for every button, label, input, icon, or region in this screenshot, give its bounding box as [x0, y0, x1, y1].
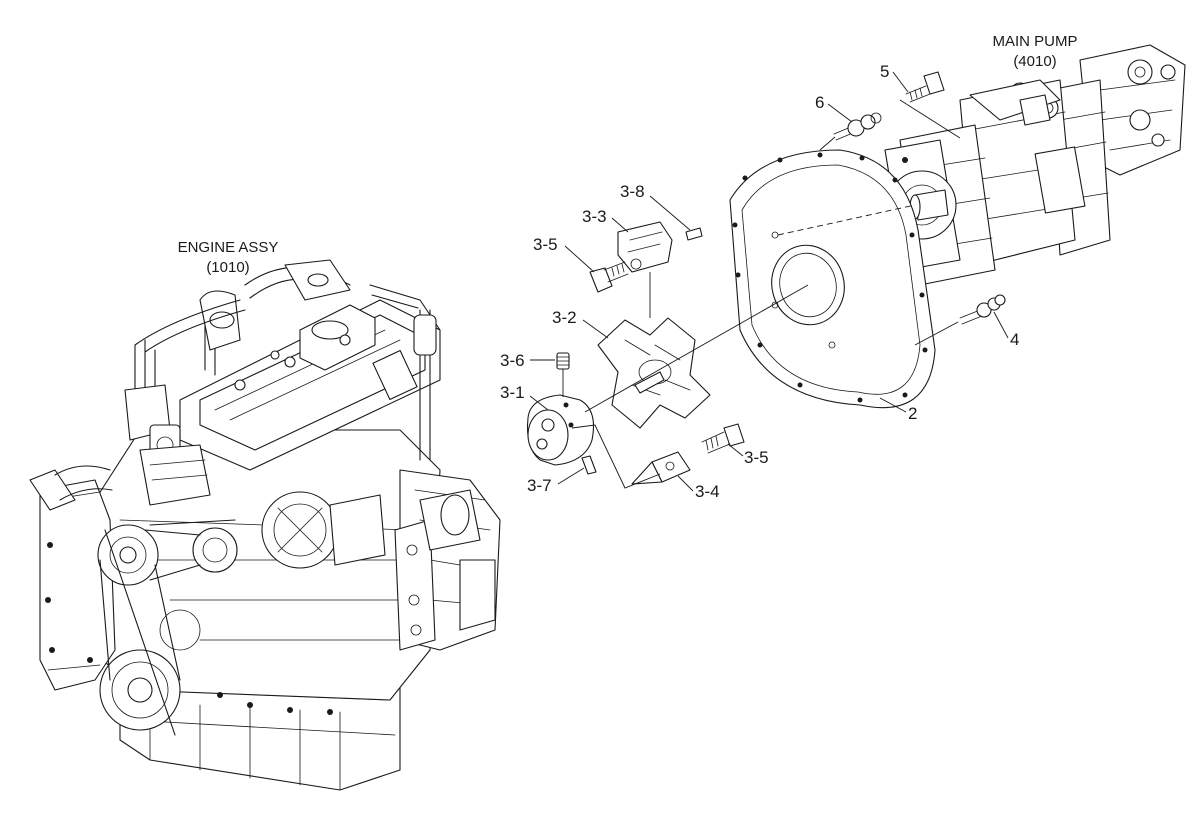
- part-3-3-bracket: [617, 221, 673, 273]
- callout-3-7: 3-7: [527, 467, 585, 495]
- callout-3-2-label: 3-2: [552, 308, 577, 327]
- engine-assembly: [29, 259, 501, 791]
- callout-3-5-upper-label: 3-5: [533, 235, 558, 254]
- callout-3-5-lower: 3-5: [727, 443, 769, 467]
- callout-6-label: 6: [815, 93, 824, 112]
- part-3-7-pin: [581, 455, 597, 475]
- part-4-bolt: [959, 294, 1006, 325]
- callout-3-5-upper: 3-5: [533, 235, 595, 273]
- callout-3-6-label: 3-6: [500, 351, 525, 370]
- part-3-5-screw-upper: [589, 261, 629, 293]
- main-pump: [884, 44, 1186, 286]
- pump-title: MAIN PUMP (4010): [992, 33, 1077, 70]
- callout-3-3: 3-3: [582, 207, 629, 233]
- part-5-bolt: [905, 71, 945, 103]
- callout-3-4: 3-4: [677, 475, 720, 501]
- assembly-lines: [562, 99, 961, 489]
- callout-3-1-label: 3-1: [500, 383, 525, 402]
- callout-3-8: 3-8: [620, 182, 691, 231]
- engine-title: ENGINE ASSY (1010): [178, 239, 279, 276]
- callout-3-8-label: 3-8: [620, 182, 645, 201]
- part-3-1-hub: [526, 394, 595, 466]
- callout-3-7-label: 3-7: [527, 476, 552, 495]
- callout-3-6: 3-6: [500, 351, 555, 370]
- engine-title-code: (1010): [206, 259, 249, 276]
- part-3-5-screw-lower: [701, 423, 745, 454]
- callout-5: 5: [880, 62, 909, 93]
- part-3-8-pin: [685, 227, 703, 241]
- callout-3-3-label: 3-3: [582, 207, 607, 226]
- callout-3-2: 3-2: [552, 308, 609, 339]
- callout-2: 2: [879, 397, 917, 423]
- pump-title-name: MAIN PUMP: [992, 33, 1077, 50]
- part-3-4-stopper: [631, 451, 691, 485]
- callout-6: 6: [815, 93, 853, 123]
- callout-2-label: 2: [908, 404, 917, 423]
- callout-3-4-label: 3-4: [695, 482, 720, 501]
- callout-3-5-lower-label: 3-5: [744, 448, 769, 467]
- part-3-6-set-screw: [556, 352, 570, 370]
- callout-3-1: 3-1: [500, 383, 549, 411]
- callouts: 5 6 3-8 3-3 3-5 3-2 3-6 3-1: [500, 62, 1019, 501]
- engine-title-name: ENGINE ASSY: [178, 239, 279, 256]
- part-6-stud: [833, 112, 882, 141]
- callout-4: 4: [993, 311, 1019, 349]
- callout-5-label: 5: [880, 62, 889, 81]
- callout-4-label: 4: [1010, 330, 1019, 349]
- pump-title-code: (4010): [1013, 53, 1056, 70]
